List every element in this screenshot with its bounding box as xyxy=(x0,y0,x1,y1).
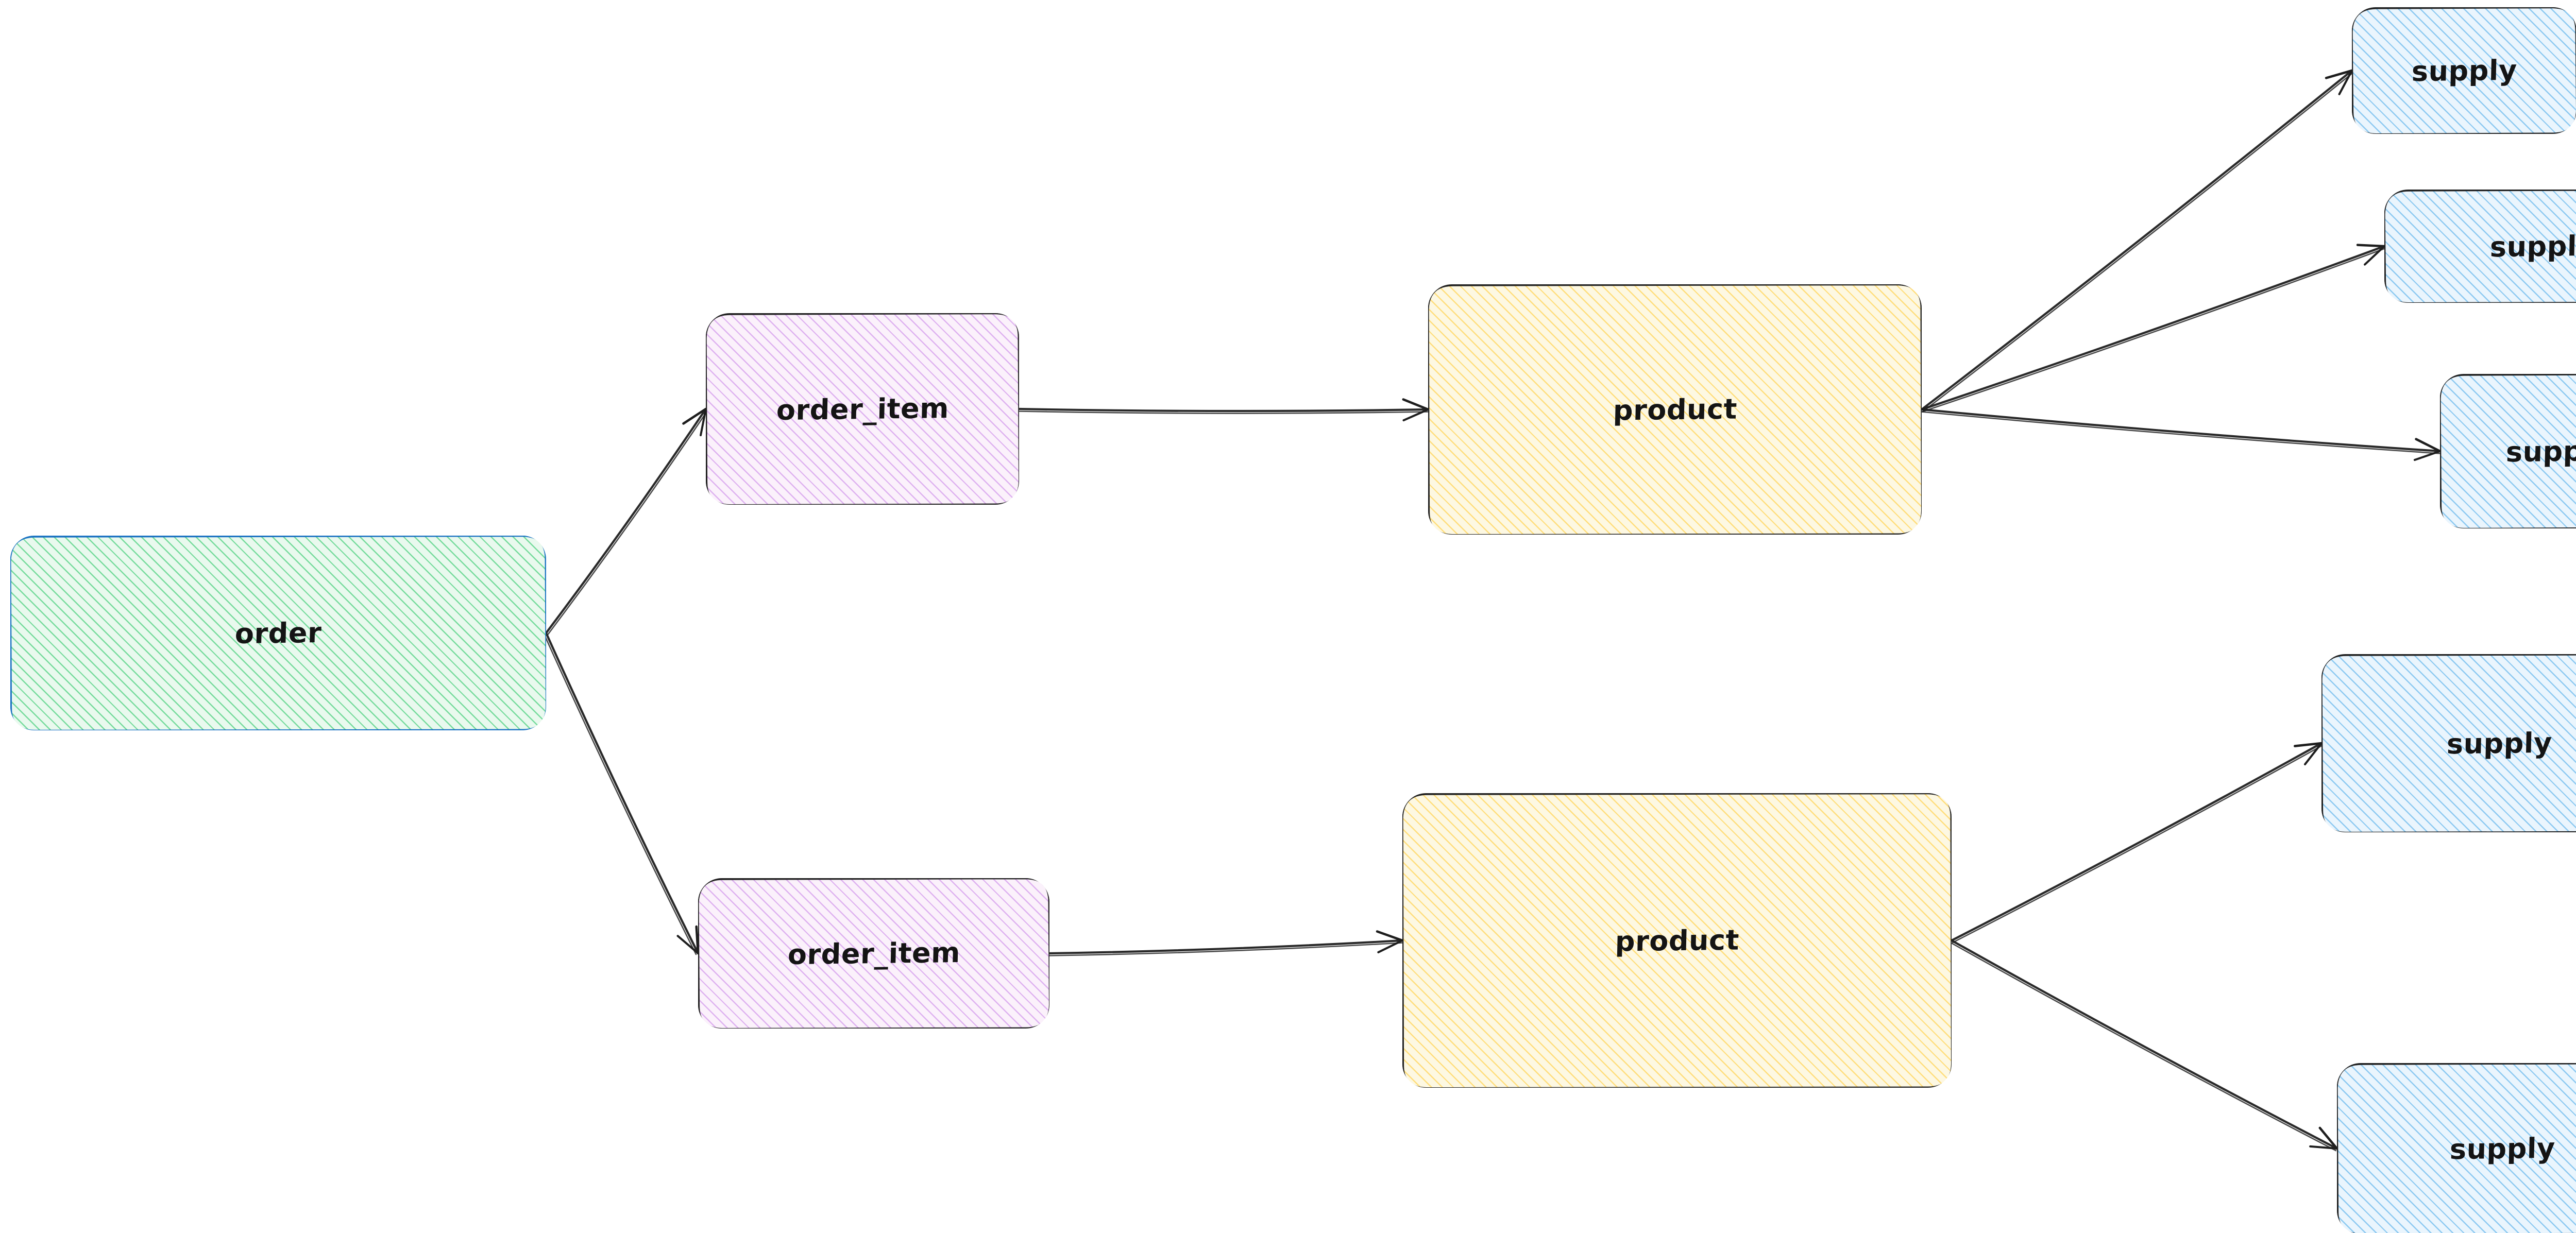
edge-product_2-to-supply_5[interactable] xyxy=(1950,939,2338,1152)
node-label-supply_4: supply xyxy=(2446,726,2553,760)
node-product_2[interactable]: product xyxy=(1402,793,1952,1088)
edge-product_1-to-supply_3[interactable] xyxy=(1920,408,2442,461)
arrowhead-stroke xyxy=(2325,69,2353,79)
arrowhead-stroke xyxy=(2294,742,2323,747)
node-order_item_1[interactable]: order_item xyxy=(706,313,1019,505)
node-label-supply_1: supply xyxy=(2411,54,2518,88)
arrowhead-stroke xyxy=(2318,1126,2338,1150)
node-product_1[interactable]: product xyxy=(1428,284,1922,535)
arrowhead-stroke xyxy=(2415,438,2442,453)
node-label-supply_2: supply xyxy=(2489,229,2576,263)
edge-product_1-to-supply_1[interactable] xyxy=(1920,69,2354,412)
arrowhead-stroke xyxy=(2356,244,2386,248)
arrowhead-stroke xyxy=(2338,70,2353,95)
edge-order_item_1-to-product_1[interactable] xyxy=(1018,398,1430,422)
arrowhead-stroke xyxy=(2364,245,2385,266)
node-supply_3[interactable]: supply xyxy=(2440,374,2576,528)
node-label-order_item_2: order_item xyxy=(787,936,961,971)
arrowhead-stroke xyxy=(1402,398,1430,411)
edge-order_item_2-to-product_2[interactable] xyxy=(1048,930,1404,956)
edge-product_1-to-supply_2[interactable] xyxy=(1920,244,2386,413)
arrowhead-stroke xyxy=(1376,930,1404,942)
node-supply_4[interactable]: supply xyxy=(2321,654,2576,832)
node-label-order: order xyxy=(234,616,322,650)
arrowhead-stroke xyxy=(1377,939,1403,953)
arrowhead-stroke xyxy=(700,408,707,437)
node-supply_2[interactable]: supply xyxy=(2384,190,2576,303)
arrowhead-stroke xyxy=(2303,742,2323,765)
arrowhead-stroke xyxy=(1402,408,1429,422)
node-label-product_2: product xyxy=(1614,923,1740,957)
node-supply_1[interactable]: supply xyxy=(2352,7,2576,134)
node-order[interactable]: order xyxy=(10,536,546,730)
edge-product_2-to-supply_4[interactable] xyxy=(1950,742,2324,944)
node-label-supply_5: supply xyxy=(2449,1132,2556,1166)
arrowhead-stroke xyxy=(2309,1145,2338,1150)
node-label-supply_3: supply xyxy=(2505,434,2576,468)
node-order_item_2[interactable]: order_item xyxy=(698,878,1049,1029)
arrowhead-stroke xyxy=(2413,450,2441,461)
node-label-order_item_1: order_item xyxy=(775,391,950,426)
edge-order-to-order_item_1[interactable] xyxy=(545,407,708,635)
node-supply_5[interactable]: supply xyxy=(2337,1063,2576,1233)
edge-order-to-order_item_2[interactable] xyxy=(543,631,700,955)
arrowhead-stroke xyxy=(676,935,699,954)
arrowhead-stroke xyxy=(682,407,707,425)
node-label-product_1: product xyxy=(1612,392,1738,426)
